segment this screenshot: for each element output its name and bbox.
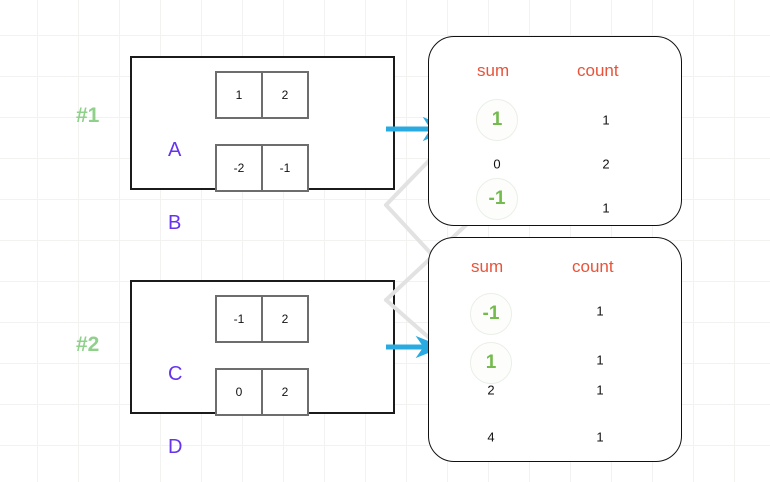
matrix-row-a-cells: 1 2	[215, 71, 309, 119]
matrix-panel-2: C -1 2 D 0 2	[130, 280, 395, 458]
table2-count-value: 1	[596, 429, 604, 445]
highlight-circle	[476, 178, 518, 220]
matrix-cell: 1	[215, 71, 263, 119]
matrix-cell: 2	[261, 295, 309, 343]
matrix-cell: 0	[215, 368, 263, 416]
matrix-cell: -2	[215, 144, 263, 192]
table2-sum-value: 2	[487, 382, 495, 398]
table1-count-value: 1	[602, 200, 610, 216]
matrix-row-label-c: C	[168, 363, 183, 385]
table1-count-value: 1	[602, 112, 610, 128]
table1-header-count: count	[577, 61, 619, 80]
matrix-row-d-cells: 0 2	[215, 368, 309, 416]
matrix-cell: -1	[215, 295, 263, 343]
highlight-circle	[470, 293, 512, 335]
table2-count-value: 1	[596, 303, 604, 319]
group-label-2: #2	[76, 333, 100, 356]
matrix-panel-1: A 1 2 B -2 -1	[130, 56, 395, 234]
group-label-1: #1	[76, 104, 100, 127]
table2-count-value: 1	[596, 382, 604, 398]
matrix-cell: 2	[261, 368, 309, 416]
aggregate-table-panel-1: sum count	[428, 36, 682, 226]
table1-header-sum: sum	[477, 61, 510, 80]
table2-header-sum: sum	[471, 257, 504, 276]
matrix-row-label-a: A	[168, 139, 182, 161]
table2-sum-value: 4	[487, 429, 495, 445]
matrix-row-b-cells: -2 -1	[215, 144, 309, 192]
table2-count-value: 1	[596, 352, 604, 368]
table1-sum-value: -1	[488, 188, 506, 209]
matrix-cell: 2	[261, 71, 309, 119]
table1-count-value: 2	[602, 156, 610, 172]
matrix-cell: -1	[261, 144, 309, 192]
highlight-circle	[476, 99, 518, 141]
table2-sum-value: -1	[482, 303, 500, 324]
table2-header-count: count	[572, 257, 614, 276]
table1-sum-value: 0	[493, 156, 501, 172]
matrix-row-label-b: B	[168, 212, 182, 234]
table1-sum-value: 1	[491, 109, 503, 130]
matrix-row-c-cells: -1 2	[215, 295, 309, 343]
matrix-row-label-d: D	[168, 436, 183, 458]
table2-sum-value: 1	[485, 352, 497, 373]
aggregate-table-panel-2: sum count	[428, 237, 682, 462]
highlight-circle	[470, 342, 512, 384]
